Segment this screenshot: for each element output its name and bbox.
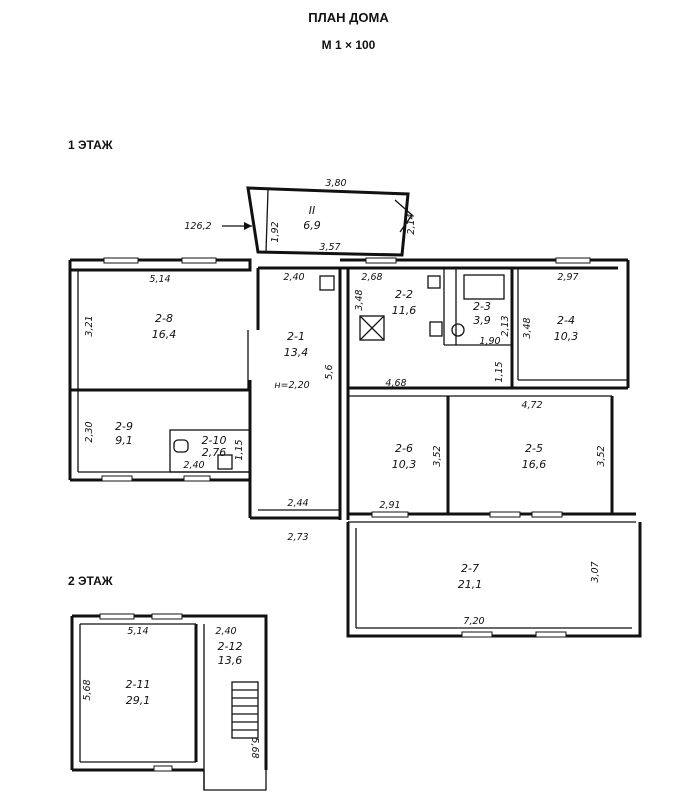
dim-2-14: 2,14 bbox=[406, 213, 417, 234]
plan-title: ПЛАН ДОМА bbox=[308, 10, 389, 25]
dim-3-48-room: 3,48 bbox=[522, 317, 533, 338]
dim-3-48-kitchen: 3,48 bbox=[354, 289, 365, 310]
room-2-7-label: 2-7 bbox=[461, 562, 479, 575]
sink-bowl-icon bbox=[451, 323, 465, 337]
floor-1-heading: 1 ЭТАЖ bbox=[68, 138, 113, 152]
floor-1-plan bbox=[68, 186, 642, 638]
dim-1-15-upper: 1,15 bbox=[494, 361, 505, 382]
room-2-5-area: 16,6 bbox=[522, 458, 547, 471]
room-2-10-label: 2-10 bbox=[202, 434, 227, 447]
dim-2-91: 2,91 bbox=[379, 500, 400, 511]
dim-7-20: 7,20 bbox=[463, 616, 484, 627]
window bbox=[99, 613, 135, 620]
dim-2-68: 2,68 bbox=[361, 272, 382, 283]
room-2-5-label: 2-5 bbox=[525, 442, 543, 455]
wall-line bbox=[70, 258, 252, 272]
toilet-icon bbox=[173, 439, 189, 453]
dim-2-97: 2,97 bbox=[557, 272, 578, 283]
dim-1-90: 1,90 bbox=[479, 336, 500, 347]
sink-icon bbox=[427, 275, 441, 289]
room-2-6-label: 2-6 bbox=[395, 442, 413, 455]
dim-2-40-bath: 2,40 bbox=[183, 460, 204, 471]
room-2-8-label: 2-8 bbox=[155, 312, 173, 325]
window bbox=[101, 475, 133, 482]
dim-5-14: 5,14 bbox=[149, 274, 170, 285]
room-2-7-area: 21,1 bbox=[458, 578, 483, 591]
room-2-1-area: 13,4 bbox=[284, 346, 309, 359]
room-2-9-label: 2-9 bbox=[115, 420, 133, 433]
upper-dim-5-14: 5,14 bbox=[127, 626, 148, 637]
stove-icon bbox=[359, 315, 385, 341]
room-II-label: II bbox=[309, 204, 316, 217]
window bbox=[461, 631, 493, 638]
wall-line bbox=[265, 189, 269, 253]
dim-2-13: 2,13 bbox=[500, 315, 511, 336]
upper-dim-5-68-left: 5,68 bbox=[82, 679, 93, 700]
sink-icon bbox=[217, 454, 233, 470]
window bbox=[531, 511, 563, 518]
veranda-walls bbox=[246, 186, 410, 257]
room-2-3-area: 3,9 bbox=[473, 314, 491, 327]
upper-dim-5-68-right: 5,68 bbox=[249, 737, 260, 758]
room-II-area: 6,9 bbox=[303, 219, 321, 232]
staircase bbox=[231, 681, 259, 739]
room-2-11-label: 2-11 bbox=[126, 678, 151, 691]
dim-3-57: 3,57 bbox=[319, 242, 340, 253]
room-2-4-label: 2-4 bbox=[557, 314, 575, 327]
plan-scale: М 1 × 100 bbox=[321, 38, 376, 52]
window bbox=[489, 511, 521, 518]
floor-2-plan bbox=[70, 613, 268, 791]
stair-landing bbox=[203, 770, 267, 791]
room-2-12-label: 2-12 bbox=[218, 640, 243, 653]
room-2-10-area: 2,76 bbox=[202, 446, 227, 459]
window bbox=[103, 257, 139, 264]
dim-4-68: 4,68 bbox=[385, 378, 406, 389]
ceiling-height: н=2,20 bbox=[274, 380, 309, 391]
window bbox=[153, 765, 173, 772]
window bbox=[151, 613, 183, 620]
stove-cross bbox=[359, 315, 385, 341]
entry-marker-label: 126,2 bbox=[184, 221, 211, 232]
floor-2-heading: 2 ЭТАЖ bbox=[68, 574, 113, 588]
dim-2-73: 2,73 bbox=[287, 532, 308, 543]
dim-2-30: 2,30 bbox=[84, 421, 95, 442]
dim-3-52-left: 3,52 bbox=[432, 445, 443, 466]
dim-5-6: 5,6 bbox=[324, 364, 335, 379]
window bbox=[181, 257, 217, 264]
room-2-6-area: 10,3 bbox=[392, 458, 417, 471]
dim-3-07: 3,07 bbox=[590, 561, 601, 582]
dim-2-44: 2,44 bbox=[287, 498, 308, 509]
window bbox=[555, 257, 591, 264]
dim-2-40: 2,40 bbox=[283, 272, 304, 283]
entry-arrowhead bbox=[244, 222, 252, 230]
room-2-7-walls bbox=[346, 522, 642, 638]
dim-3-80: 3,80 bbox=[325, 178, 346, 189]
room-2-2-label: 2-2 bbox=[395, 288, 413, 301]
room-2-12-area: 13,6 bbox=[218, 654, 243, 667]
upper-floor-walls bbox=[72, 614, 268, 770]
room-2-3-label: 2-3 bbox=[473, 300, 491, 313]
room-2-1-label: 2-1 bbox=[287, 330, 305, 343]
dim-3-21: 3,21 bbox=[84, 315, 95, 336]
dim-1-92: 1,92 bbox=[270, 221, 281, 242]
dim-4-72: 4,72 bbox=[521, 400, 542, 411]
toilet-icon bbox=[429, 321, 443, 337]
room-2-4-area: 10,3 bbox=[554, 330, 579, 343]
room-2-11-area: 29,1 bbox=[126, 694, 151, 707]
room-2-10-outline bbox=[169, 429, 251, 473]
upper-dim-2-40: 2,40 bbox=[215, 626, 236, 637]
room-2-2-area: 11,6 bbox=[392, 304, 417, 317]
window bbox=[183, 475, 211, 482]
window bbox=[371, 511, 409, 518]
dim-1-15-lower: 1,15 bbox=[234, 439, 245, 460]
room-2-9-area: 9,1 bbox=[115, 434, 133, 447]
dim-3-52-right: 3,52 bbox=[596, 445, 607, 466]
window bbox=[535, 631, 567, 638]
heater-icon bbox=[319, 275, 335, 291]
door-swing bbox=[394, 199, 413, 233]
window bbox=[365, 257, 397, 264]
room-2-8-area: 16,4 bbox=[152, 328, 177, 341]
bathtub-icon bbox=[463, 274, 505, 300]
